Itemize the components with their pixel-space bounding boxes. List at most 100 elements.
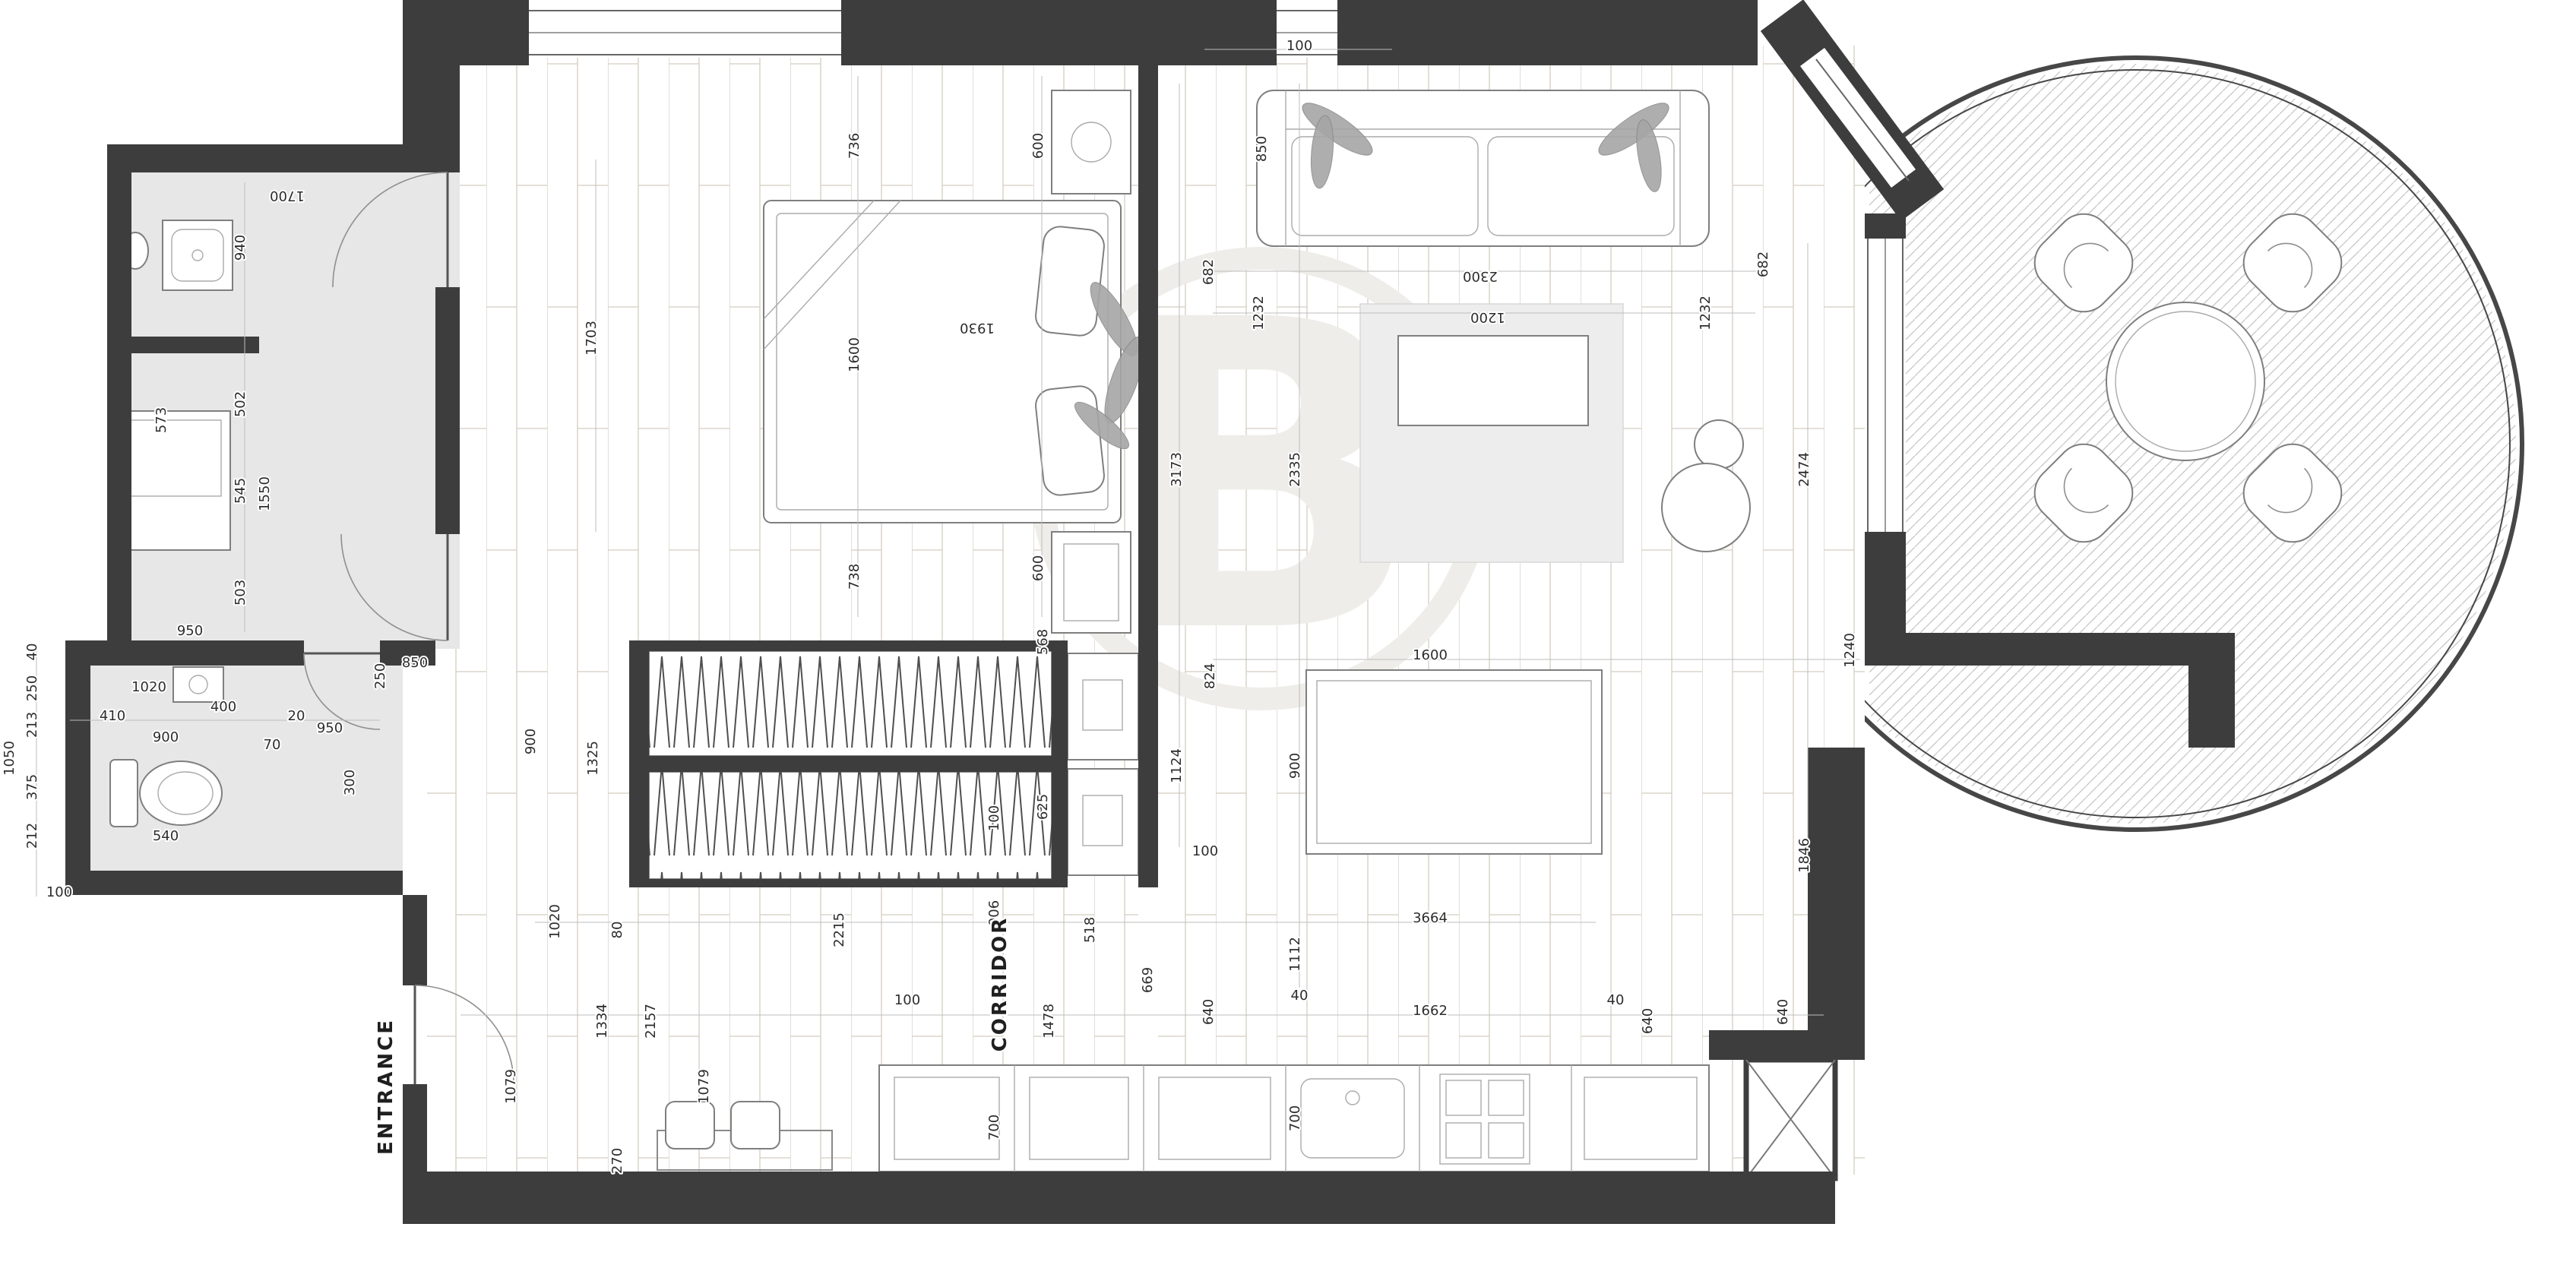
dimension-label: 736 <box>847 133 862 159</box>
nightstand <box>1051 531 1131 634</box>
dimension-label: 640 <box>1775 999 1791 1025</box>
dimension-label: 738 <box>847 564 862 590</box>
window <box>529 8 841 58</box>
dimension-label: 100 <box>986 805 1002 831</box>
dimension-label: 518 <box>1082 917 1098 943</box>
dimension-labels: 1700940502573155054550395085025040250213… <box>0 36 1859 1175</box>
cabinet-door <box>1584 1077 1698 1160</box>
nightstand-inner <box>1063 543 1119 621</box>
door-bathroom <box>332 172 449 288</box>
kitchen-island-top <box>1316 680 1592 844</box>
toilet-tank <box>109 759 138 827</box>
closet-box-inner <box>1082 795 1123 846</box>
dimension-label: 1700 <box>270 188 305 204</box>
door-hallway <box>340 533 449 641</box>
dimension-label: 40 <box>24 644 40 661</box>
kitchen <box>878 669 1838 1181</box>
bay-window <box>1800 48 1916 188</box>
dimension-label: 410 <box>100 708 125 724</box>
mattress <box>776 213 1109 511</box>
plant-leaf-icon <box>1074 401 1129 450</box>
dimension-label: 2300 <box>1463 268 1498 284</box>
coffee-table <box>1397 335 1589 426</box>
sofa-cushion <box>1487 136 1675 236</box>
pillow <box>1035 226 1105 337</box>
dimension-label: 682 <box>1201 259 1217 285</box>
dimension-label: 850 <box>1254 136 1270 162</box>
dimension-label: 700 <box>986 1115 1002 1140</box>
bathroom-fixtures <box>109 220 233 827</box>
dimension-label: 3664 <box>1413 910 1448 926</box>
windows <box>529 8 1916 532</box>
dining-table <box>2106 302 2265 461</box>
dimension-label: 906 <box>986 900 1002 926</box>
dimension-label: 1662 <box>1413 1003 1448 1019</box>
dining-chair <box>2033 213 2134 313</box>
dimension-label: 900 <box>523 729 539 754</box>
side-table <box>1694 419 1744 470</box>
dimension-label: 640 <box>1640 1008 1656 1034</box>
dimension-label: 1930 <box>960 320 995 336</box>
dimension-label: 502 <box>233 391 248 417</box>
blanket-fold <box>763 200 901 350</box>
walls <box>65 0 2235 1224</box>
dimension-label: 700 <box>1287 1105 1303 1131</box>
wardrobe-rail-top <box>649 651 1052 756</box>
dimension-label: 2474 <box>1796 452 1812 487</box>
dimension-label: 1600 <box>1413 647 1448 663</box>
dimension-label: 20 <box>288 708 305 724</box>
sink <box>1300 1078 1405 1159</box>
closet-box <box>1067 768 1139 876</box>
toilet-bowl <box>139 760 223 826</box>
dimension-label: 40 <box>1607 992 1625 1008</box>
kitchen-island <box>1305 669 1603 855</box>
dimension-label: 300 <box>342 770 358 795</box>
wc-sink <box>172 666 224 703</box>
dimension-label: 80 <box>609 922 625 939</box>
dimension-label: 250 <box>372 663 388 689</box>
dimension-label: 1550 <box>257 476 273 511</box>
dimension-label: 850 <box>402 655 428 671</box>
dining-chair <box>2242 213 2343 313</box>
bench-cushion <box>730 1101 780 1149</box>
bathroom-floor <box>107 144 460 649</box>
toilet-bowl-inner <box>157 771 214 815</box>
dimension-label: 213 <box>24 712 40 738</box>
room-labels: CORRIDOR ENTRANCE <box>373 914 1014 1156</box>
dimension-label: 100 <box>1286 38 1312 54</box>
bench-cushion <box>665 1101 715 1149</box>
dimension-label: 900 <box>153 729 179 745</box>
room-label: CORRIDOR <box>989 916 1011 1052</box>
dining-chair <box>2242 443 2343 543</box>
dimension-label: 940 <box>233 235 248 261</box>
dimension-label: 100 <box>46 884 72 900</box>
dimension-label: 540 <box>153 828 179 844</box>
dimension-label: 1112 <box>1287 937 1303 972</box>
dimension-label: 600 <box>1030 133 1046 159</box>
entry-bench <box>657 1101 833 1171</box>
dining-table-edge <box>2115 311 2256 452</box>
shower-drain <box>191 249 204 261</box>
dimension-label: 573 <box>153 407 169 433</box>
dimension-label: 568 <box>1035 629 1051 655</box>
dimension-label: 950 <box>177 623 203 639</box>
vanity-counter <box>119 410 231 551</box>
dimension-label: 1079 <box>503 1069 519 1104</box>
room-label: ENTRANCE <box>375 1018 397 1155</box>
dimension-label: 1079 <box>696 1069 712 1104</box>
dimension-label: 824 <box>1202 663 1218 689</box>
cabinet-door <box>1029 1077 1129 1160</box>
dimension-label: 669 <box>1140 967 1156 993</box>
shower <box>162 220 233 291</box>
dimension-label: 3173 <box>1169 452 1185 487</box>
dimension-label: 900 <box>1287 753 1303 779</box>
dimension-label: 250 <box>24 675 40 701</box>
wardrobe <box>648 650 1139 880</box>
dimension-label: 1325 <box>585 741 601 776</box>
nightstand-plant <box>1071 122 1112 163</box>
bedroom <box>763 90 1145 634</box>
wardrobe-rail-bottom <box>649 772 1052 879</box>
shower-tray <box>171 229 224 282</box>
